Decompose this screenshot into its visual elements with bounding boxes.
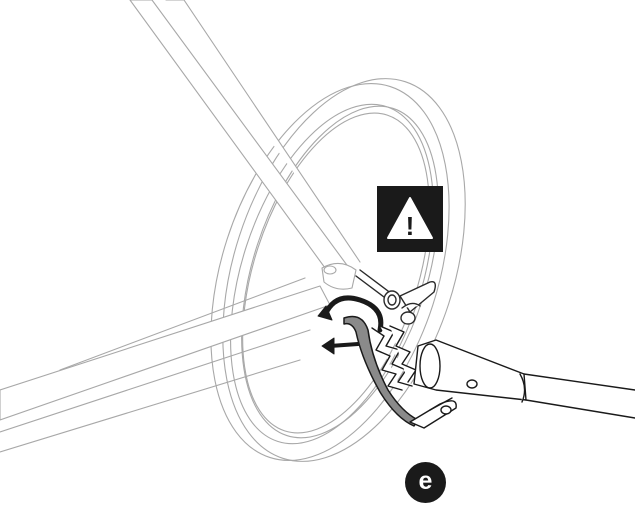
- warning-triangle-icon: !: [377, 186, 443, 252]
- snap-hook: [410, 398, 456, 428]
- axle-quick-release: [356, 270, 435, 324]
- warning-sign: !: [377, 186, 443, 252]
- step-marker: e: [405, 462, 446, 503]
- seat-stay-tube: [130, 0, 360, 283]
- push-direction-arrow: [322, 338, 358, 354]
- frame-dropout: [322, 263, 356, 289]
- warning-symbol: !: [406, 211, 415, 241]
- chain-stay-tube: [0, 278, 330, 452]
